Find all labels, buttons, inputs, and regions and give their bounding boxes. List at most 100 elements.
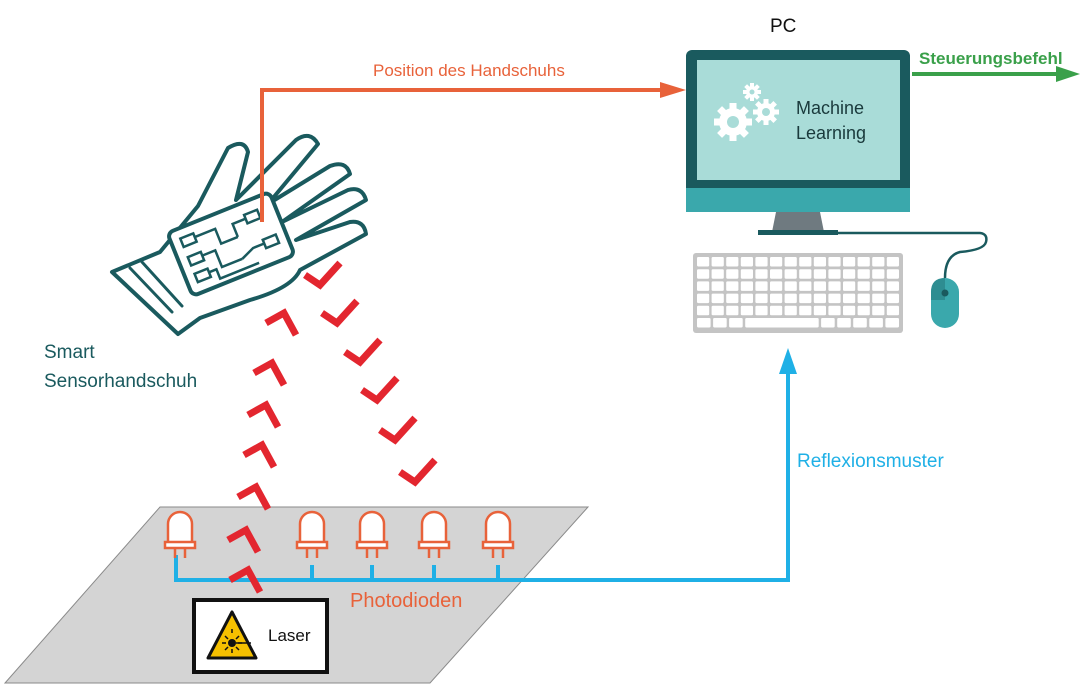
keyboard-key: [726, 269, 739, 279]
reflection-signal-line: [174, 372, 790, 582]
photodiode-icon: [417, 510, 451, 558]
keyboard-key: [726, 257, 739, 267]
keyboard-key: [872, 281, 885, 291]
keyboard-key: [857, 281, 870, 291]
gear-icon: [714, 103, 752, 141]
laser-box: [192, 598, 329, 674]
keyboard-key: [770, 269, 783, 279]
keyboard-key: [828, 281, 841, 291]
keyboard-key: [784, 281, 797, 291]
keyboard-key: [828, 293, 841, 304]
keyboard-key: [828, 269, 841, 279]
glove-circuit-chip: [167, 191, 295, 297]
keyboard-key: [857, 269, 870, 279]
beam-chevron: [228, 565, 264, 594]
keyboard-key: [745, 318, 819, 328]
keyboard-key: [843, 293, 856, 304]
laser-label: Laser: [268, 626, 311, 645]
position-arrowhead: [660, 82, 686, 98]
keyboard-key: [843, 281, 856, 291]
sensor-plate: [3, 506, 590, 684]
beam-chevron: [360, 375, 400, 405]
beam-chevron: [264, 308, 300, 337]
keyboard-key: [755, 269, 768, 279]
reflection-arrowhead: [779, 348, 797, 374]
keyboard-key: [886, 269, 899, 279]
laser-beams: [226, 260, 438, 594]
command-arrowhead: [1056, 66, 1080, 82]
keyboard-key: [697, 293, 710, 304]
keyboard-key: [726, 305, 739, 316]
beam-chevron: [242, 440, 278, 469]
keyboard-key: [872, 305, 885, 316]
beam-chevron: [343, 337, 383, 367]
beam-chevron: [246, 400, 282, 429]
keyboard-key: [726, 293, 739, 304]
keyboard-key: [843, 269, 856, 279]
keyboard-key: [729, 318, 743, 328]
keyboard-key: [697, 318, 711, 328]
keyboard-key: [740, 293, 753, 304]
keyboard-key: [755, 293, 768, 304]
keyboard-key: [784, 293, 797, 304]
keyboard-key: [872, 269, 885, 279]
keyboard-key: [886, 281, 899, 291]
smart-glove: [110, 133, 368, 336]
keyboard-key: [853, 318, 867, 328]
glove-label-line1: Smart: [44, 342, 95, 363]
photodiodes-label: Photodioden: [350, 590, 462, 612]
keyboard-key: [813, 305, 826, 316]
keyboard-key: [885, 318, 899, 328]
keyboard-key: [697, 305, 710, 316]
keyboard-key: [697, 257, 710, 267]
photodiode-icon: [355, 510, 389, 558]
keyboard-key: [799, 305, 812, 316]
keyboard-key: [740, 269, 753, 279]
mouse: [931, 278, 959, 328]
keyboard-key: [886, 293, 899, 304]
keyboard-key: [784, 269, 797, 279]
keyboard-key: [711, 281, 724, 291]
keyboard-key: [837, 318, 851, 328]
reflection-label: Reflexionsmuster: [797, 451, 944, 472]
keyboard-key: [886, 305, 899, 316]
keyboard-key: [770, 281, 783, 291]
keyboard-key: [770, 293, 783, 304]
photodiode-icon: [295, 510, 329, 558]
keyboard-key: [828, 305, 841, 316]
laser-warning-icon: [206, 610, 258, 660]
keyboard-key: [799, 269, 812, 279]
keyboard-key: [711, 269, 724, 279]
glove-outline: [110, 133, 368, 336]
ml-label-line1: Machine: [796, 98, 864, 118]
position-line: [260, 88, 672, 222]
keyboard-key: [697, 281, 710, 291]
keyboard-key: [828, 257, 841, 267]
beam-chevron: [378, 415, 418, 445]
ml-label-line2: Learning: [796, 123, 866, 143]
monitor: [686, 50, 910, 235]
keyboard-key: [740, 305, 753, 316]
photodiode-icon: [163, 510, 197, 558]
glove-label-line2: Sensorhandschuh: [44, 371, 197, 392]
keyboard-key: [711, 257, 724, 267]
keyboard-key: [784, 305, 797, 316]
keyboard-key: [821, 318, 835, 328]
keyboard-key: [799, 257, 812, 267]
beam-chevron: [236, 482, 272, 511]
keyboard-key: [711, 293, 724, 304]
command-label: Steuerungsbefehl: [919, 49, 1063, 68]
gear-icon: [753, 99, 779, 125]
gear-icon: [743, 83, 761, 101]
beam-chevron: [303, 260, 343, 290]
keyboard-key: [872, 293, 885, 304]
keyboard-key: [740, 257, 753, 267]
keyboard-key: [813, 257, 826, 267]
pc-label: PC: [770, 16, 796, 37]
keyboard-key: [784, 257, 797, 267]
keyboard-key: [726, 281, 739, 291]
beam-chevron: [226, 525, 262, 554]
keyboard-key: [755, 305, 768, 316]
